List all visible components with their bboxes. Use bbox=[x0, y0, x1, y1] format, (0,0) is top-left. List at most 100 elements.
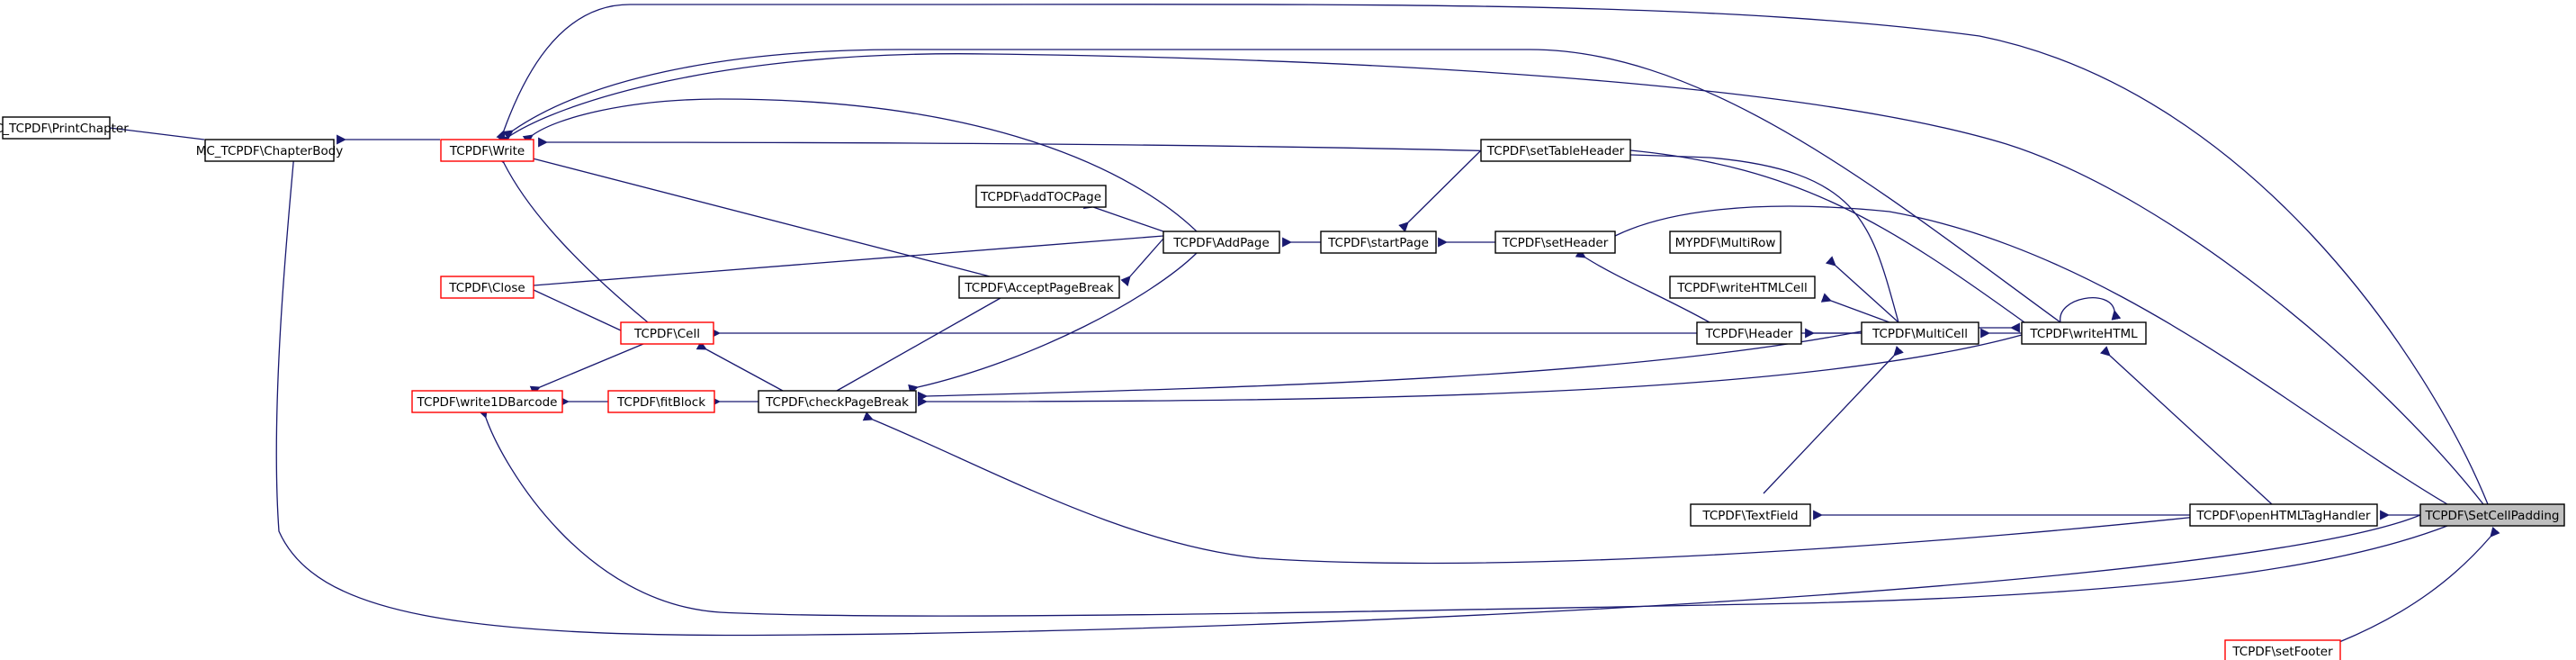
edge-multicell-to-checkpagebreak bbox=[917, 330, 1862, 402]
node-label: TCPDF\writeHTML bbox=[2029, 327, 2138, 341]
node-setheader[interactable]: TCPDF\setHeader bbox=[1494, 231, 1616, 254]
edge-openhtmltaghandler-to-writehtml bbox=[2099, 346, 2273, 505]
edge-addpage-to-addtocpage bbox=[1082, 199, 1164, 232]
node-label: TCPDF\startPage bbox=[1327, 236, 1429, 250]
node-multicell[interactable]: TCPDF\MultiCell bbox=[1861, 321, 1979, 345]
edge-multicell-to-multirow bbox=[1825, 256, 1899, 323]
node-box bbox=[2224, 639, 2341, 660]
edge-setcellpadding-to-write1dbarcode bbox=[478, 407, 2448, 617]
edge-settableheader-to-startpage bbox=[1398, 149, 1482, 232]
node-box bbox=[1669, 276, 1816, 299]
node-box bbox=[411, 390, 563, 413]
node-box bbox=[2021, 321, 2147, 345]
node-box bbox=[2189, 503, 2378, 527]
node-settableheader[interactable]: TCPDF\setTableHeader bbox=[1480, 139, 1631, 162]
node-writehtml[interactable]: TCPDF\writeHTML bbox=[2021, 321, 2147, 345]
node-setcellpadding[interactable]: TCPDF\SetCellPadding bbox=[2419, 503, 2565, 527]
node-label: TCPDF\writeHTMLCell bbox=[1676, 281, 1807, 295]
node-label: TCPDF\write1DBarcode bbox=[416, 395, 557, 410]
node-label: MYPDF\MultiRow bbox=[1675, 236, 1776, 250]
edge-addpage-to-close bbox=[524, 235, 1164, 292]
node-write1dbarcode[interactable]: TCPDF\write1DBarcode bbox=[411, 390, 563, 413]
node-label: TCPDF\MultiCell bbox=[1871, 327, 1968, 341]
node-chapterbody[interactable]: MC_TCPDF\ChapterBody bbox=[196, 139, 344, 162]
edge-acceptpagebreak-to-write bbox=[523, 151, 991, 277]
edge-writehtml-to-write bbox=[502, 49, 2061, 323]
node-box bbox=[975, 185, 1107, 208]
edge-addpage-to-checkpagebreak bbox=[908, 252, 1198, 394]
edge-cell-to-write1dbarcode bbox=[529, 343, 644, 395]
edge-addpage-to-acceptpagebreak bbox=[1120, 238, 1164, 287]
node-label: TCPDF\TextField bbox=[1701, 509, 1798, 523]
edge-multicell-to-write bbox=[538, 137, 1899, 323]
node-box bbox=[1320, 231, 1437, 254]
node-box bbox=[2419, 503, 2565, 527]
node-box bbox=[1162, 231, 1280, 254]
edge-addpage-to-write bbox=[522, 98, 1198, 232]
edge-setcellpadding-to-write bbox=[496, 4, 2489, 505]
node-label: TCPDF\Write bbox=[449, 144, 525, 158]
node-label: TCPDF\Close bbox=[448, 281, 525, 295]
node-box bbox=[1696, 321, 1802, 345]
node-box bbox=[440, 276, 534, 299]
node-box bbox=[620, 321, 714, 345]
edge-header-to-setheader bbox=[1575, 249, 1710, 323]
node-openhtmltaghandler[interactable]: TCPDF\openHTMLTagHandler bbox=[2189, 503, 2378, 527]
node-multirow[interactable]: MYPDF\MultiRow bbox=[1669, 231, 1782, 254]
edge-setfooter-to-setcellpadding bbox=[2338, 526, 2500, 643]
node-label: TCPDF\setFooter bbox=[2231, 645, 2333, 659]
node-label: TCPDF\Cell bbox=[633, 327, 700, 341]
edge-writehtml-to-checkpagebreak bbox=[918, 334, 2023, 407]
node-box bbox=[607, 390, 715, 413]
edge-multicell-to-textfield bbox=[1763, 346, 1904, 494]
edge-setcellpadding-to-chapterbody bbox=[275, 143, 2421, 637]
node-label: TCPDF\addTOCPage bbox=[980, 190, 1101, 204]
node-writehtmlcell[interactable]: TCPDF\writeHTMLCell bbox=[1669, 276, 1816, 299]
edge-cell-to-write bbox=[495, 152, 649, 323]
node-label: MC_TCPDF\PrintChapter bbox=[0, 122, 129, 136]
node-label: TCPDF\AcceptPageBreak bbox=[964, 281, 1114, 295]
edge-checkpagebreak-to-cell bbox=[696, 340, 784, 392]
node-addtocpage[interactable]: TCPDF\addTOCPage bbox=[975, 185, 1107, 208]
node-label: TCPDF\Header bbox=[1705, 327, 1793, 341]
edge-writehtml-to-settableheader bbox=[1620, 144, 2025, 323]
node-acceptpagebreak[interactable]: TCPDF\AcceptPageBreak bbox=[958, 276, 1120, 299]
node-box bbox=[958, 276, 1120, 299]
node-box bbox=[440, 139, 534, 162]
edges-layer bbox=[100, 4, 2500, 643]
node-box bbox=[1861, 321, 1979, 345]
node-label: TCPDF\setTableHeader bbox=[1486, 144, 1625, 158]
node-box bbox=[2, 116, 111, 140]
node-addpage[interactable]: TCPDF\AddPage bbox=[1162, 231, 1280, 254]
node-fitblock[interactable]: TCPDF\fitBlock bbox=[607, 390, 715, 413]
node-box bbox=[1494, 231, 1616, 254]
node-box bbox=[1669, 231, 1782, 254]
edge-setcellpadding-to-writehtml bbox=[498, 53, 2484, 505]
node-printchapter[interactable]: MC_TCPDF\PrintChapter bbox=[0, 116, 129, 140]
edge-cell-to-close bbox=[523, 281, 622, 331]
node-checkpagebreak[interactable]: TCPDF\checkPageBreak bbox=[758, 390, 917, 413]
edge-multicell-to-writehtmlcell bbox=[1820, 293, 1890, 323]
edge-openhtmltaghandler-to-checkpagebreak bbox=[862, 411, 2214, 565]
node-header[interactable]: TCPDF\Header bbox=[1696, 321, 1802, 345]
node-label: TCPDF\fitBlock bbox=[616, 395, 705, 410]
edge-writehtml-to-writehtml bbox=[2060, 297, 2122, 323]
edge-chapterbody-to-printchapter bbox=[100, 122, 205, 140]
node-label: MC_TCPDF\ChapterBody bbox=[196, 144, 344, 158]
node-write[interactable]: TCPDF\Write bbox=[440, 139, 534, 162]
node-setfooter[interactable]: TCPDF\setFooter bbox=[2224, 639, 2341, 660]
node-textfield[interactable]: TCPDF\TextField bbox=[1690, 503, 1811, 527]
node-startpage[interactable]: TCPDF\startPage bbox=[1320, 231, 1437, 254]
node-box bbox=[1690, 503, 1811, 527]
nodes-layer: MC_TCPDF\PrintChapterMC_TCPDF\ChapterBod… bbox=[0, 116, 2565, 660]
node-box bbox=[204, 139, 335, 162]
node-label: TCPDF\AddPage bbox=[1172, 236, 1270, 250]
node-label: TCPDF\SetCellPadding bbox=[2425, 509, 2560, 523]
node-cell[interactable]: TCPDF\Cell bbox=[620, 321, 714, 345]
node-box bbox=[1480, 139, 1631, 162]
node-label: TCPDF\checkPageBreak bbox=[765, 395, 909, 410]
node-close[interactable]: TCPDF\Close bbox=[440, 276, 534, 299]
edge-checkpagebreak-to-acceptpagebreak bbox=[836, 289, 1011, 392]
node-box bbox=[758, 390, 917, 413]
